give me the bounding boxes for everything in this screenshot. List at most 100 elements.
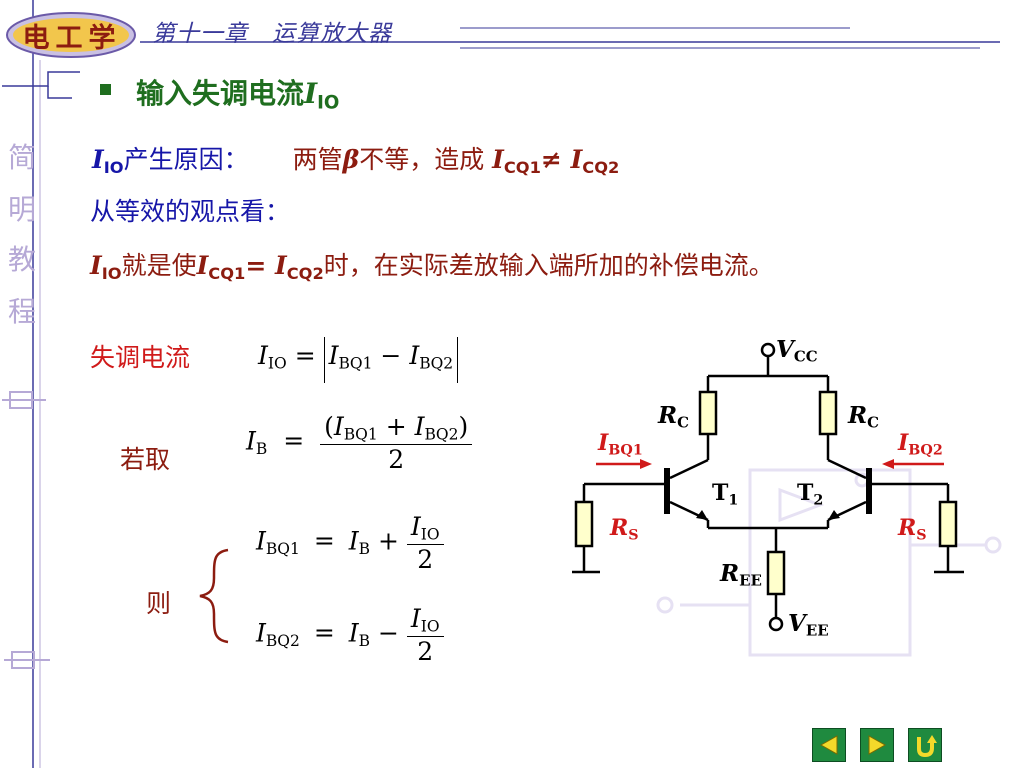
sym-r: R [720, 560, 740, 587]
t1-base [664, 468, 670, 514]
sym-sub: IO [420, 617, 440, 636]
plus-symbol: + [385, 412, 407, 441]
brace [199, 548, 229, 644]
vee-terminal [768, 616, 784, 632]
sym-i: I [598, 430, 609, 456]
next-arrow-icon [868, 735, 887, 755]
sym-sub: IO [101, 263, 122, 283]
page-title: 输入失调电流IIO [136, 72, 339, 113]
minus-symbol: − [380, 341, 402, 370]
numerator: (IBQ1 + IBQ2) [320, 412, 473, 445]
vcc-terminal [760, 342, 776, 358]
formula-ibq1: IBQ1 = IB + IIO 2 [256, 512, 444, 574]
ree-label: REE [720, 560, 762, 589]
t1-label: T1 [712, 480, 738, 508]
rc-right-label: RC [848, 402, 879, 431]
numerator: IIO [406, 604, 444, 637]
sym-sub: EE [805, 621, 829, 640]
prev-button[interactable] [812, 728, 846, 762]
title-text: 输入失调电流 [136, 77, 305, 110]
then-label: 则 [146, 589, 172, 618]
meaning-text: 就是使 [121, 251, 197, 280]
sym-t: T [797, 480, 814, 506]
return-icon [917, 735, 937, 758]
sym-sub: B [358, 539, 370, 558]
sidebar-char: 教 [8, 243, 37, 276]
next-button[interactable] [860, 728, 894, 762]
numerator: IIO [406, 512, 444, 545]
rc-left-label: RC [658, 402, 689, 431]
sym-i: I [92, 145, 104, 174]
sym-sub: BQ1 [608, 442, 643, 459]
sym-i: I [410, 604, 421, 633]
sym-i: I [256, 618, 266, 648]
sym-i: I [570, 145, 583, 174]
vcc-label: VCC [776, 336, 818, 365]
title-symbol: I [304, 77, 318, 110]
sym-r: R [898, 515, 917, 541]
sym-i: I [246, 426, 256, 456]
cause-text: 不等，造成 [359, 145, 493, 174]
sym-sub: S [916, 527, 927, 544]
t2-base [866, 468, 872, 514]
sym-sub: CQ2 [286, 263, 324, 283]
fraction: (IBQ1 + IBQ2) 2 [320, 412, 473, 474]
sym-sub: CQ2 [582, 157, 620, 177]
eq-symbol: = [245, 251, 275, 280]
fraction: IIO 2 [406, 604, 444, 666]
sym-sub: IO [420, 525, 440, 544]
cause-line: IIO产生原因：两管β不等，造成 ICQ1≠ ICQ2 [92, 140, 619, 177]
sidebar-char: 明 [8, 193, 37, 226]
eq-symbol: = [294, 341, 316, 370]
sidebar-char: 简 [8, 141, 37, 174]
sym-i: I [196, 251, 209, 280]
rs-left-label: RS [610, 515, 639, 543]
sym-i: I [256, 526, 266, 556]
sym-v: V [788, 610, 806, 637]
logo-text: 电工学 [22, 23, 122, 54]
sym-i: I [258, 341, 268, 370]
sym-sub: CC [793, 347, 818, 366]
ree-resistor [766, 550, 786, 596]
sym-sub: BQ1 [343, 425, 378, 444]
prev-arrow-icon [819, 735, 838, 755]
sym-sub: CQ1 [503, 157, 541, 177]
vee-label: VEE [788, 610, 829, 639]
t2-emitter-arrow [828, 510, 840, 520]
sym-sub: CQ1 [208, 263, 246, 283]
sym-r: R [848, 402, 868, 429]
rc-right-resistor [818, 390, 838, 436]
return-button[interactable] [908, 728, 942, 762]
t1-emitter-arrow [696, 510, 708, 520]
formula-ibq2: IBQ2 = IB − IIO 2 [256, 604, 444, 666]
sym-i: I [492, 145, 504, 174]
sym-i: I [328, 341, 339, 370]
sym-r: R [610, 515, 629, 541]
sym-i: I [348, 618, 359, 648]
formula-ib: IB = (IBQ1 + IBQ2) 2 [246, 412, 473, 474]
t2-label: T2 [797, 480, 823, 508]
sym-i: I [414, 412, 425, 441]
eq-symbol: = [283, 426, 305, 456]
sym-i: I [410, 512, 421, 541]
ibq1-arrowhead [640, 459, 652, 469]
eq-symbol: = [313, 618, 335, 648]
sym-i: I [275, 251, 287, 280]
sym-sub: EE [739, 571, 762, 590]
sym-sub: BQ1 [265, 539, 300, 558]
ibq2-label: IBQ2 [898, 430, 943, 458]
differential-amplifier-circuit [572, 342, 964, 632]
sym-sub: B [358, 631, 370, 650]
sym-sub: BQ2 [265, 631, 300, 650]
sym-sub: 1 [728, 492, 739, 509]
sym-sub: BQ2 [424, 425, 459, 444]
formula-offset-current: IIO = IBQ1 − IBQ2 [258, 337, 459, 383]
sym-i: I [409, 341, 420, 370]
t1-collector [669, 458, 709, 480]
ibq1-label: IBQ1 [598, 430, 643, 458]
meaning-text: 时，在实际差放输入端所加的补偿电流。 [323, 251, 774, 280]
denominator: 2 [417, 636, 434, 666]
sym-sub: IO [103, 157, 124, 177]
viewpoint-line: 从等效的观点看： [90, 197, 291, 226]
